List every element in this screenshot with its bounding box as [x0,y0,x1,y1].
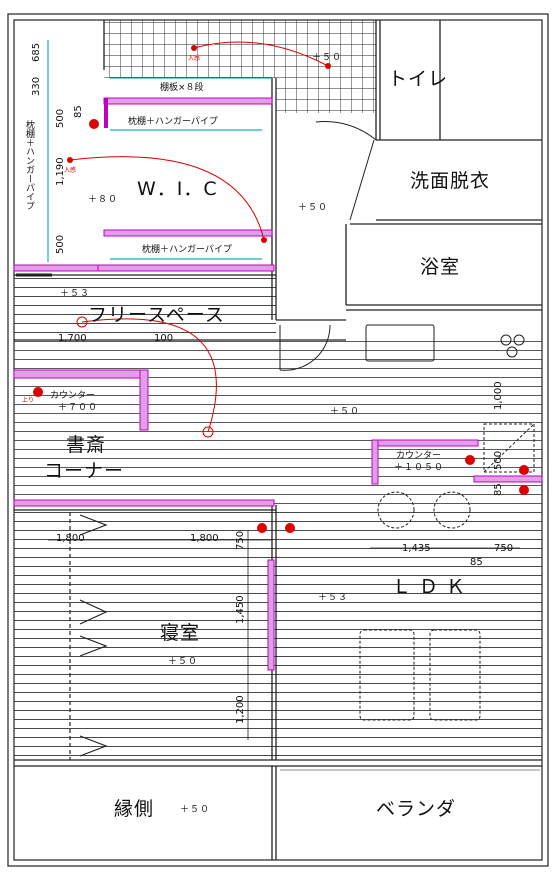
note-counter-right: カウンター [396,451,442,461]
level-wic: ＋８０ [88,195,119,205]
room-bath: 浴室 [420,256,461,278]
hall-tile-area [276,78,376,113]
room-study-2: コーナー [44,460,125,482]
level-toilet-top: ＋５０ [312,53,343,63]
dim-1200: 1,200 [235,695,246,724]
note-shelf-hanger-top: 枕棚＋ハンガーパイプ [128,117,218,127]
dim-1450: 1,450 [235,595,246,624]
marker-up: 上り [22,397,35,404]
note-counter-left: カウンター [50,391,96,401]
dim-85b: 85 [493,483,504,496]
room-bedroom: 寝室 [160,622,201,644]
level-ldk: ＋５３ [318,593,349,603]
dim-500b: 500 [55,234,66,254]
dim-500a: 500 [55,108,66,128]
note-counter-left-level: ＋７００ [58,403,99,413]
wiring [69,41,329,433]
room-ldk: ＬＤＫ [392,576,474,598]
note-counter-right-level: ＋１０５０ [394,463,445,473]
doors [16,121,377,371]
wic-tile-area [104,20,376,78]
room-free-space: フリースペース [88,304,225,326]
dim-1700: 1,700 [58,333,87,344]
level-hall: ＋５０ [298,203,329,213]
room-washroom: 洗面脱衣 [410,170,491,192]
level-ldk-upper: ＋５０ [330,407,361,417]
level-free-space: ＋５３ [60,289,91,299]
level-engawa: ＋５０ [180,805,211,815]
note-shelf-hanger-bottom: 枕棚＋ハンガーパイプ [142,245,232,255]
note-shelf-hanger-vertical: 枕棚＋ハンガーパイプ [24,120,34,210]
note-shelf-8: 棚板×８段 [160,83,204,93]
kitchen [365,324,535,473]
room-wic: W．I．C [137,178,218,200]
dim-1435: 1,435 [402,543,431,554]
dim-1000: 1,000 [493,381,504,410]
dim-685: 685 [31,42,42,62]
dim-1800a: 1,800 [56,533,85,544]
outlets [33,45,529,533]
dim-500c: 500 [493,450,504,470]
dim-750b: 750 [494,543,514,554]
room-toilet: トイレ [388,68,449,90]
room-study-1: 書斎 [66,434,107,456]
dim-85c: 85 [470,557,483,568]
dim-100: 100 [154,333,174,344]
marker-in-2: 入感 [64,167,77,174]
bedroom-closet [69,512,108,760]
marker-in-1: 入感 [188,55,201,62]
floor-planks [14,275,542,760]
interior-walls [14,20,542,860]
dimension-lines [48,339,520,740]
dim-85: 85 [73,105,84,118]
room-engawa: 縁側 [114,798,155,820]
dim-1800b: 1,800 [190,533,219,544]
furniture [359,491,481,721]
shelves [13,40,543,671]
dim-750: 750 [235,530,246,550]
level-bedroom: ＋５０ [168,657,199,667]
room-veranda: ベランダ [376,798,457,820]
dim-330: 330 [31,76,42,96]
